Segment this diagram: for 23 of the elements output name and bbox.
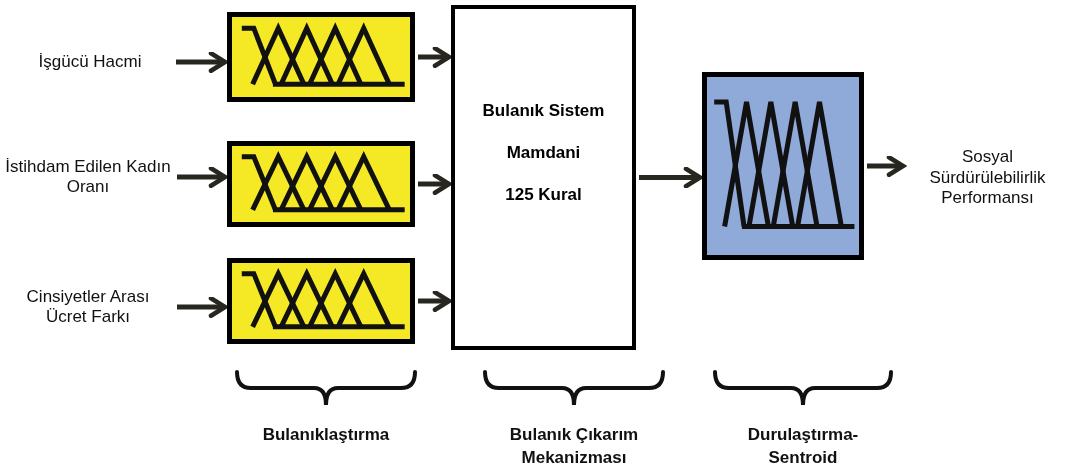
input-label: İstihdam Edilen Kadın Oranı [5,156,171,198]
arrow [177,296,228,318]
phase-label: Bulanık Çıkarım Mekanizması [508,424,640,466]
arrow [418,173,452,195]
membership-function-box [227,12,415,102]
phase-label: Bulanıklaştırma [261,424,391,446]
arrow [177,166,228,188]
phase-label: Durulaştırma-Sentroid [746,424,860,466]
input-label: Cinsiyetler Arası Ücret Farkı [25,286,151,328]
arrow [418,290,452,312]
membership-function-box [227,258,415,344]
arrow [867,155,906,177]
membership-function-box [227,141,415,227]
box-text: 125 Kural [505,184,582,205]
box-text: Bulanık Sistem [482,100,605,121]
membership-function-box [702,72,864,260]
arrow [639,166,703,189]
box-text: Mamdani [506,142,581,163]
input-label: Sosyal Sürdürülebilirlik Performansı [928,147,1047,209]
input-label: İşgücü Hacmi [38,51,142,73]
arrow [176,51,228,73]
arrow [418,46,452,68]
process-box [451,5,636,350]
